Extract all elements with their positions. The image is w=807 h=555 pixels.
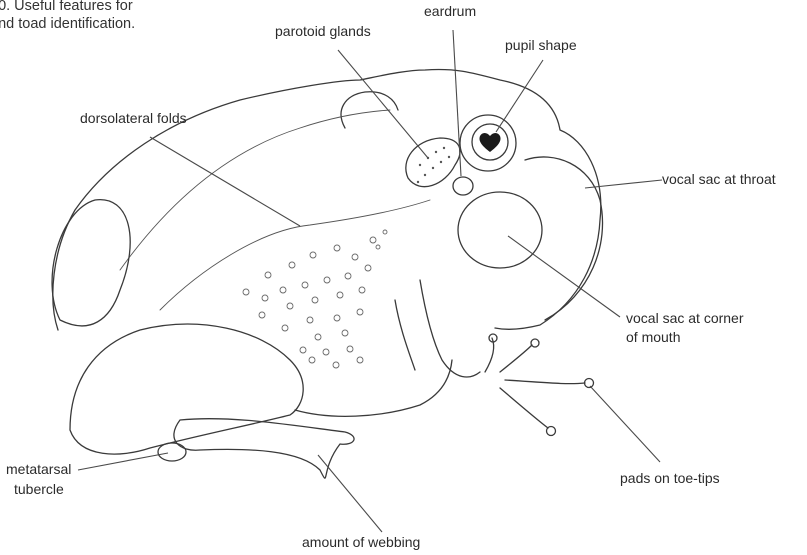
leader-pupil [496, 60, 543, 132]
front-toe-2 [500, 345, 532, 372]
pupil-heart [479, 133, 500, 152]
front-arm-shape [395, 300, 415, 370]
label-vocal-sac-throat: vocal sac at throat [662, 170, 776, 188]
caption-line-1: 10. Useful features for [0, 0, 133, 14]
skin-spots [243, 230, 387, 368]
front-toe-3 [505, 380, 585, 384]
label-metatarsal-line1: metatarsal [6, 460, 71, 478]
hind-foot-shape [174, 419, 354, 478]
caption-line-2: and toad identification. [0, 16, 135, 32]
dorsolateral-fold-line [160, 200, 430, 310]
hind-leg-shape [70, 324, 303, 454]
label-vocal-sac-corner-line2: of mouth [626, 328, 680, 346]
leader-dorsolateral [150, 137, 300, 226]
thigh-shape [52, 200, 130, 326]
toe-pad-2 [531, 339, 539, 347]
toe-pad-3 [585, 379, 594, 388]
vocal-sac-corner-shape [458, 192, 542, 268]
figure-caption: 10. Useful features for and toad identif… [0, 0, 135, 33]
label-vocal-sac-corner-line1: vocal sac at corner [626, 309, 744, 327]
leader-eardrum [453, 30, 461, 176]
label-eardrum: eardrum [424, 2, 476, 20]
leader-toe-pads [590, 386, 660, 462]
label-amount-of-webbing: amount of webbing [302, 533, 420, 551]
leader-webbing [318, 455, 382, 532]
leader-metatarsal [78, 453, 168, 470]
front-toe-4 [500, 388, 548, 428]
toe-pad-4 [547, 427, 556, 436]
eardrum-shape [453, 177, 473, 195]
label-dorsolateral-folds: dorsolateral folds [80, 109, 187, 127]
label-pupil-shape: pupil shape [505, 36, 577, 54]
leader-parotoid [338, 50, 428, 158]
front-leg-shape [420, 280, 480, 377]
parotoid-gland-shape [406, 138, 460, 187]
label-parotoid-glands: parotoid glands [275, 22, 371, 40]
label-pads-toe-tips: pads on toe-tips [620, 469, 720, 487]
front-toe-1 [485, 338, 494, 372]
leader-vocal-sac-throat [585, 180, 662, 188]
label-metatarsal-line2: tubercle [14, 480, 64, 498]
metatarsal-tubercle-shape [158, 443, 186, 461]
frog-belly-outline [295, 360, 452, 416]
